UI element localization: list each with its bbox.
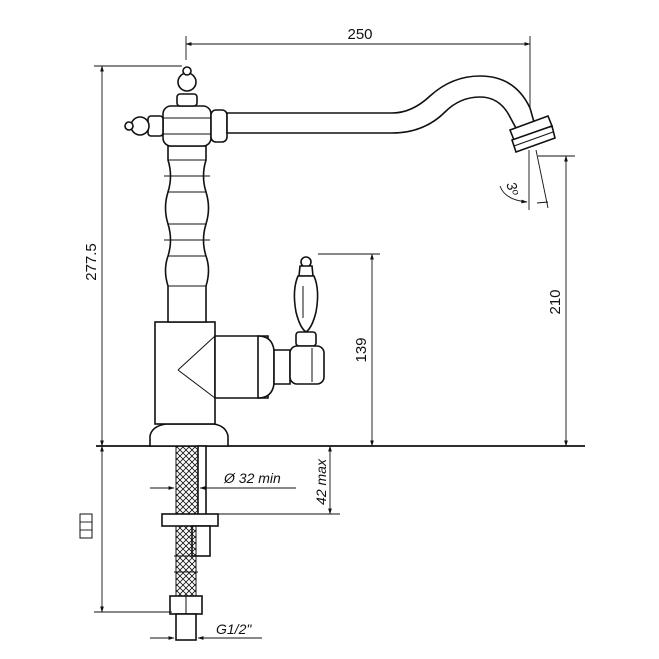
dimension-total-height: 277.5 xyxy=(83,65,182,447)
hole-diameter-label: Ø 32 min xyxy=(223,470,281,486)
faucet-body xyxy=(149,321,291,447)
dimension-under-counter xyxy=(79,445,172,613)
dimension-hole-diameter: Ø 32 min xyxy=(150,470,296,490)
dimension-connection: G1/2" xyxy=(150,621,262,640)
dimension-spout-height: 210 xyxy=(538,155,575,447)
blank-dimension-box xyxy=(79,513,93,539)
faucet-column xyxy=(164,145,210,323)
total-height-label: 277.5 xyxy=(83,243,100,281)
top-hub xyxy=(124,66,228,147)
handle-height-label: 139 xyxy=(353,337,370,362)
dimension-deck-thickness: 42 max xyxy=(218,445,340,515)
spout-height-label: 210 xyxy=(547,289,564,314)
lever-handle xyxy=(289,256,325,385)
under-counter-assembly xyxy=(161,445,219,641)
dimension-width: 250 xyxy=(185,26,531,108)
width-label: 250 xyxy=(347,26,372,43)
connection-label: G1/2" xyxy=(216,621,252,637)
deck-thickness-label: 42 max xyxy=(313,458,329,505)
spout xyxy=(226,75,556,154)
swivel-angle-indicator: 3ᵒ xyxy=(499,149,549,210)
swivel-angle-label: 3ᵒ xyxy=(503,180,523,198)
dimension-handle-height: 139 xyxy=(318,253,380,447)
